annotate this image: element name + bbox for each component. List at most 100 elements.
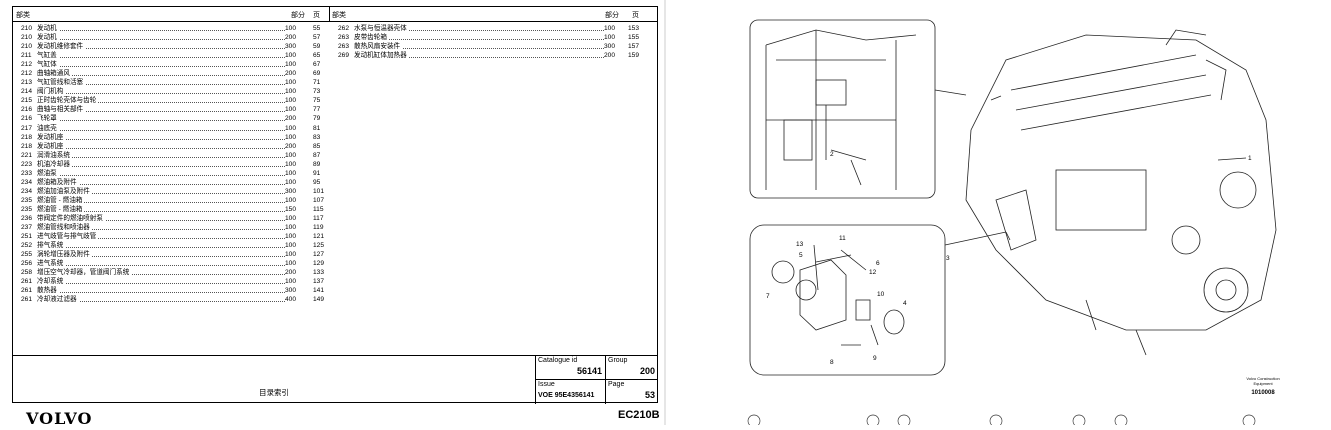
index-part: 100 [604, 24, 616, 34]
index-pg: 87 [313, 151, 321, 159]
dot-leader [37, 151, 285, 158]
index-code: 261 [21, 296, 33, 304]
index-code: 263 [338, 43, 350, 51]
index-name: 气缸体 [37, 60, 59, 70]
dot-leader [37, 223, 285, 231]
index-name: 发动机座 [37, 141, 66, 151]
callout-4: 4 [903, 300, 907, 307]
index-name: 冷却液过滤器 [37, 295, 79, 305]
callout-3: 3 [946, 255, 950, 262]
index-part: 300 [285, 186, 297, 196]
index-code: 212 [21, 70, 33, 78]
index-name: 发动机缸体加热器 [354, 51, 409, 61]
dot-leader [37, 295, 285, 303]
index-part: 100 [285, 241, 297, 251]
index-part: 200 [285, 69, 297, 79]
index-part: 200 [285, 114, 297, 124]
dot-leader [37, 169, 285, 176]
page-label: Page [608, 381, 625, 388]
index-name: 散热器 [37, 286, 59, 296]
dot-leader [37, 87, 285, 95]
pump-housing [799, 259, 847, 331]
index-code: 255 [21, 251, 33, 259]
index-code: 211 [21, 52, 32, 60]
index-pg: 149 [313, 296, 325, 304]
callout-8: 8 [830, 359, 834, 366]
sleeve-10 [855, 299, 871, 321]
index-pg: 55 [313, 25, 321, 32]
index-name: 润滑油系统 [37, 150, 72, 160]
index-name: 散热风扇安装件 [354, 42, 403, 52]
index-pg: 83 [313, 133, 321, 141]
index-name: 飞轮罩 [37, 114, 59, 124]
index-pg: 115 [313, 205, 324, 213]
dot-leader [37, 60, 285, 68]
dot-leader [37, 160, 285, 167]
header-page-2: 页 [632, 12, 639, 19]
index-name: 燃油加油泵及附件 [37, 186, 92, 196]
index-pg: 107 [313, 196, 325, 204]
index-pg: 65 [313, 52, 321, 60]
index-part: 100 [285, 232, 297, 242]
index-part: 100 [604, 33, 616, 43]
callout-9: 9 [873, 355, 877, 362]
index-part: 300 [285, 42, 297, 52]
index-name: 发动机 [37, 33, 59, 43]
index-name: 进气歧管与排气歧管 [37, 232, 99, 242]
alternator [1219, 171, 1257, 209]
index-pg: 121 [313, 233, 325, 241]
issue-label: Issue [538, 381, 555, 388]
index-name: 曲轴与相关部件 [37, 105, 86, 115]
index-pg: 127 [313, 251, 325, 259]
index-part: 100 [285, 195, 297, 205]
index-pg: 89 [313, 160, 321, 168]
index-code: 236 [21, 214, 33, 222]
index-name: 燃油管 - 燃油箱 [37, 204, 85, 214]
index-code: 235 [21, 205, 33, 213]
index-code: 218 [21, 133, 33, 141]
header-part-2: 部分 [605, 12, 619, 19]
index-pg: 141 [313, 287, 325, 295]
dot-leader [37, 277, 285, 285]
index-part: 100 [285, 259, 297, 269]
index-code: 258 [21, 269, 33, 277]
index-part: 100 [285, 51, 297, 61]
index-part: 200 [285, 33, 297, 43]
index-pg: 77 [313, 106, 321, 114]
index-pg: 71 [313, 79, 321, 87]
index-name: 燃油管 - 燃油箱 [37, 195, 85, 205]
dot-leader [37, 178, 285, 185]
index-pg: 153 [628, 25, 640, 32]
callout-5: 5 [799, 252, 803, 259]
index-code: 216 [21, 106, 33, 114]
model-label: EC210B [618, 409, 660, 421]
dot-leader [37, 286, 285, 294]
index-part: 100 [285, 277, 297, 287]
page-gutter [664, 0, 666, 425]
index-code: 234 [21, 178, 33, 186]
index-name: 曲轴箱通风 [37, 69, 72, 79]
index-name: 正时齿轮壳体与齿轮 [37, 96, 99, 106]
catalogue-id-cell: Catalogue id 56141 [535, 356, 605, 380]
dot-leader [37, 69, 285, 77]
index-part: 100 [285, 87, 297, 97]
index-name: 燃油泵 [37, 168, 59, 178]
callout-7: 7 [766, 293, 770, 300]
dot-leader [37, 24, 285, 31]
catalogue-id-label: Catalogue id [538, 357, 578, 364]
inset-ecu-box [815, 79, 847, 106]
index-code: 215 [21, 97, 33, 105]
index-pg: 67 [313, 61, 321, 69]
